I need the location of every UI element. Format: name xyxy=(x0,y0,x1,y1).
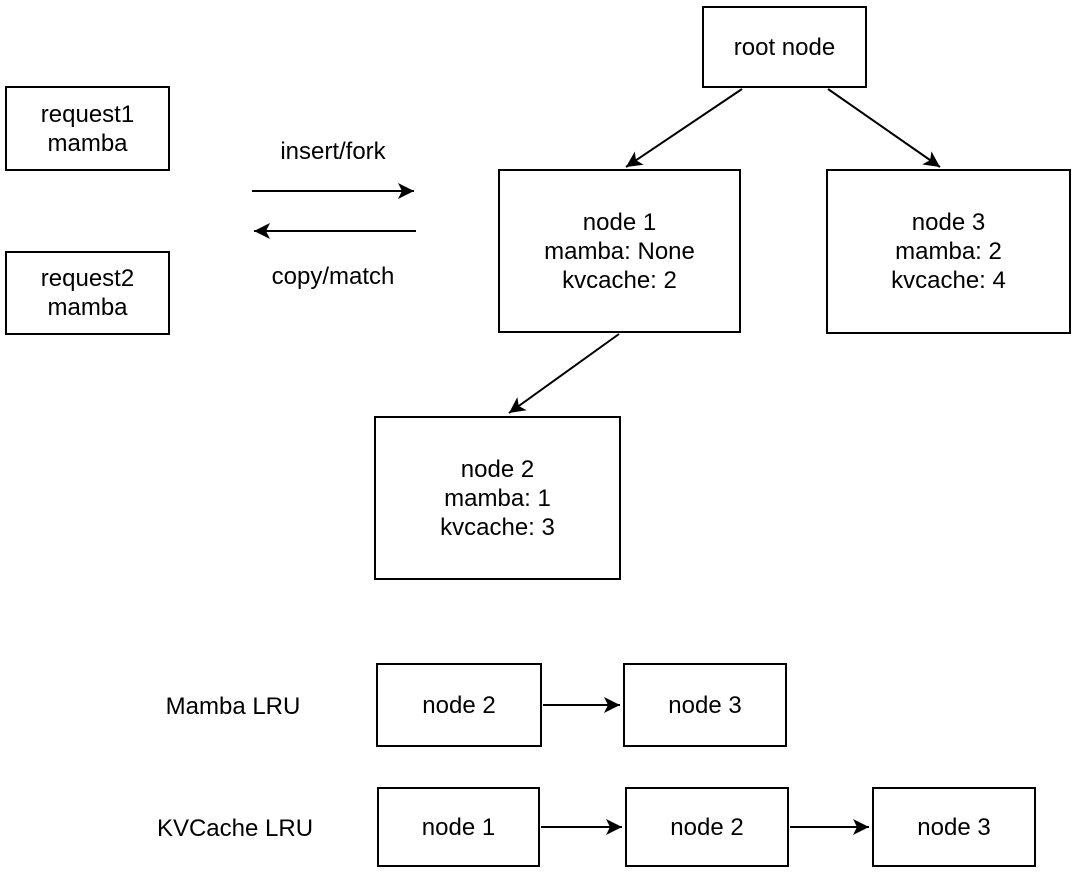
node2-box: node 2 mamba: 1 kvcache: 3 xyxy=(374,416,621,580)
mamba-lru-node2-label: node 2 xyxy=(422,691,496,719)
request2-line2: mamba xyxy=(47,294,128,321)
kvcache-lru-node3-box: node 3 xyxy=(872,787,1036,867)
node1-kvcache-value: kvcache: 2 xyxy=(562,266,677,294)
kvcache-lru-node1-box: node 1 xyxy=(377,787,540,867)
insert-fork-label: insert/fork xyxy=(280,138,386,165)
edge-root-to-node1 xyxy=(625,88,743,168)
node2-mamba-value: mamba: 1 xyxy=(444,484,551,512)
kvcache-lru-node2-box: node 2 xyxy=(625,787,789,867)
node2-kvcache-value: kvcache: 3 xyxy=(440,513,555,541)
root-node-label: root node xyxy=(733,33,836,61)
request2-box: request2 mamba xyxy=(5,251,170,335)
request1-box: request1 mamba xyxy=(5,86,170,171)
root-node-box: root node xyxy=(702,6,867,88)
edge-root-to-node3 xyxy=(827,88,941,168)
mamba-lru-label: Mamba LRU xyxy=(165,693,301,720)
node1-mamba-value: mamba: None xyxy=(544,237,695,265)
copy-match-label: copy/match xyxy=(271,263,395,290)
mamba-lru-node3-label: node 3 xyxy=(668,691,742,719)
node1-title: node 1 xyxy=(582,208,657,236)
node2-title: node 2 xyxy=(460,455,535,483)
mamba-lru-node2-box: node 2 xyxy=(376,663,542,747)
node1-box: node 1 mamba: None kvcache: 2 xyxy=(498,169,741,333)
node3-title: node 3 xyxy=(911,209,986,236)
node3-kvcache-value: kvcache: 4 xyxy=(891,267,1006,294)
node3-box: node 3 mamba: 2 kvcache: 4 xyxy=(826,169,1071,334)
kvcache-lru-node3-label: node 3 xyxy=(917,813,991,841)
edge-node1-to-node2 xyxy=(508,333,620,414)
node3-mamba-value: mamba: 2 xyxy=(895,238,1002,265)
kvcache-lru-label: KVCache LRU xyxy=(156,815,314,842)
request1-line1: request1 xyxy=(40,100,135,128)
request2-line1: request2 xyxy=(40,265,135,292)
kvcache-lru-node2-label: node 2 xyxy=(670,813,744,841)
mamba-lru-node3-box: node 3 xyxy=(623,663,787,747)
kvcache-lru-node1-label: node 1 xyxy=(421,813,496,841)
request1-line2: mamba xyxy=(47,129,128,157)
